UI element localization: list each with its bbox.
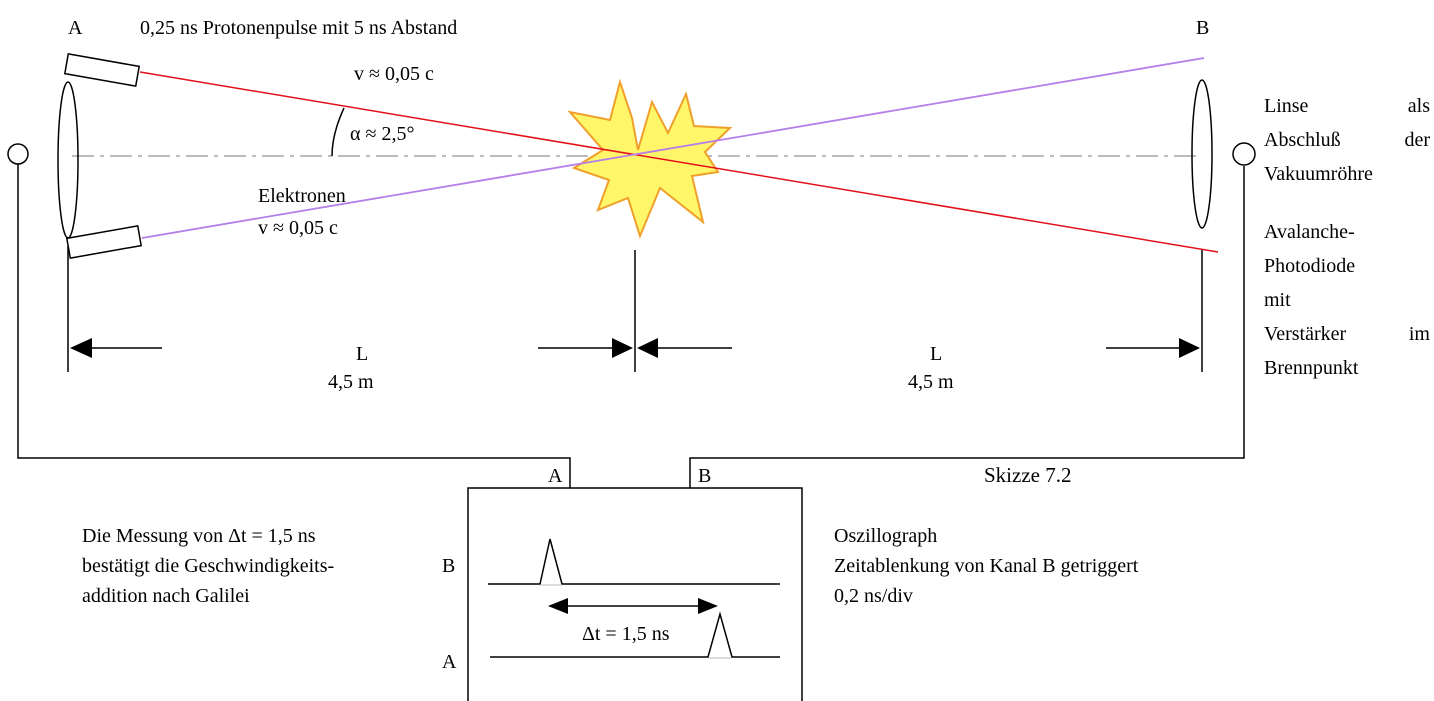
lens-caption-1a: Linse xyxy=(1264,95,1309,117)
right-lens xyxy=(1191,79,1213,229)
arrowhead xyxy=(70,338,92,358)
arrowhead xyxy=(548,598,568,614)
oscilloscope xyxy=(467,487,803,701)
lens-caption-1b: als xyxy=(1408,95,1430,117)
channel-b-label: B xyxy=(442,555,455,577)
electron-beam xyxy=(141,57,1205,239)
diode-caption-4a: Verstärker xyxy=(1264,323,1347,345)
distance-right-value: 4,5 m xyxy=(908,371,954,393)
diode-caption-5: Brennpunkt xyxy=(1264,357,1359,379)
proton-beam xyxy=(139,71,1219,253)
proton-velocity-label: v ≈ 0,05 c xyxy=(354,63,434,85)
arrowhead xyxy=(637,338,658,358)
electron-source xyxy=(65,225,143,259)
left-photodiode xyxy=(7,143,29,165)
distance-left-value: 4,5 m xyxy=(328,371,374,393)
diode-caption-1: Avalanche- xyxy=(1264,221,1355,243)
sketch-label: Skizze 7.2 xyxy=(984,463,1071,487)
diode-caption-4b: im xyxy=(1409,323,1431,345)
arrowhead xyxy=(1179,338,1200,358)
proton-pulse-label: 0,25 ns Protonenpulse mit 5 ns Abstand xyxy=(140,17,457,39)
trace-a xyxy=(490,611,780,658)
osc-input-a-label: A xyxy=(548,465,563,487)
right-photodiode xyxy=(1232,142,1256,166)
point-a-label: A xyxy=(68,17,83,39)
osc-caption-2: Zeitablenkung von Kanal B getriggert xyxy=(834,555,1139,577)
diode-caption-2: Photodiode xyxy=(1264,255,1355,277)
collision-burst xyxy=(567,78,733,239)
osc-input-b-label: B xyxy=(698,465,711,487)
angle-label: α ≈ 2,5° xyxy=(350,123,414,145)
cable-a xyxy=(17,164,571,488)
lens-caption-2b: der xyxy=(1404,129,1430,151)
electrons-label: Elektronen xyxy=(258,185,346,207)
electron-velocity-label: v ≈ 0,05 c xyxy=(258,217,338,239)
trace-b xyxy=(488,538,780,585)
angle-arc xyxy=(331,107,345,157)
osc-caption-1: Oszillograph xyxy=(834,525,937,547)
osc-caption-3: 0,2 ns/div xyxy=(834,585,913,607)
delta-t-label: Δt = 1,5 ns xyxy=(582,623,670,645)
distance-right-label: L xyxy=(930,343,942,365)
lens-caption-3: Vakuumröhre xyxy=(1264,163,1373,185)
diode-caption-3: mit xyxy=(1264,289,1291,311)
measure-note-3: addition nach Galilei xyxy=(82,585,250,607)
arrowhead xyxy=(698,598,718,614)
cable-b xyxy=(689,166,1245,488)
distance-left-label: L xyxy=(356,343,368,365)
left-lens xyxy=(57,81,79,239)
proton-source xyxy=(63,53,141,87)
arrowhead xyxy=(612,338,633,358)
lens-caption-2a: Abschluß xyxy=(1264,129,1341,151)
point-b-label: B xyxy=(1196,17,1209,39)
channel-a-label: A xyxy=(442,651,457,673)
measure-note-2: bestätigt die Geschwindigkeits- xyxy=(82,555,334,577)
measure-note-1: Die Messung von Δt = 1,5 ns xyxy=(82,525,316,547)
